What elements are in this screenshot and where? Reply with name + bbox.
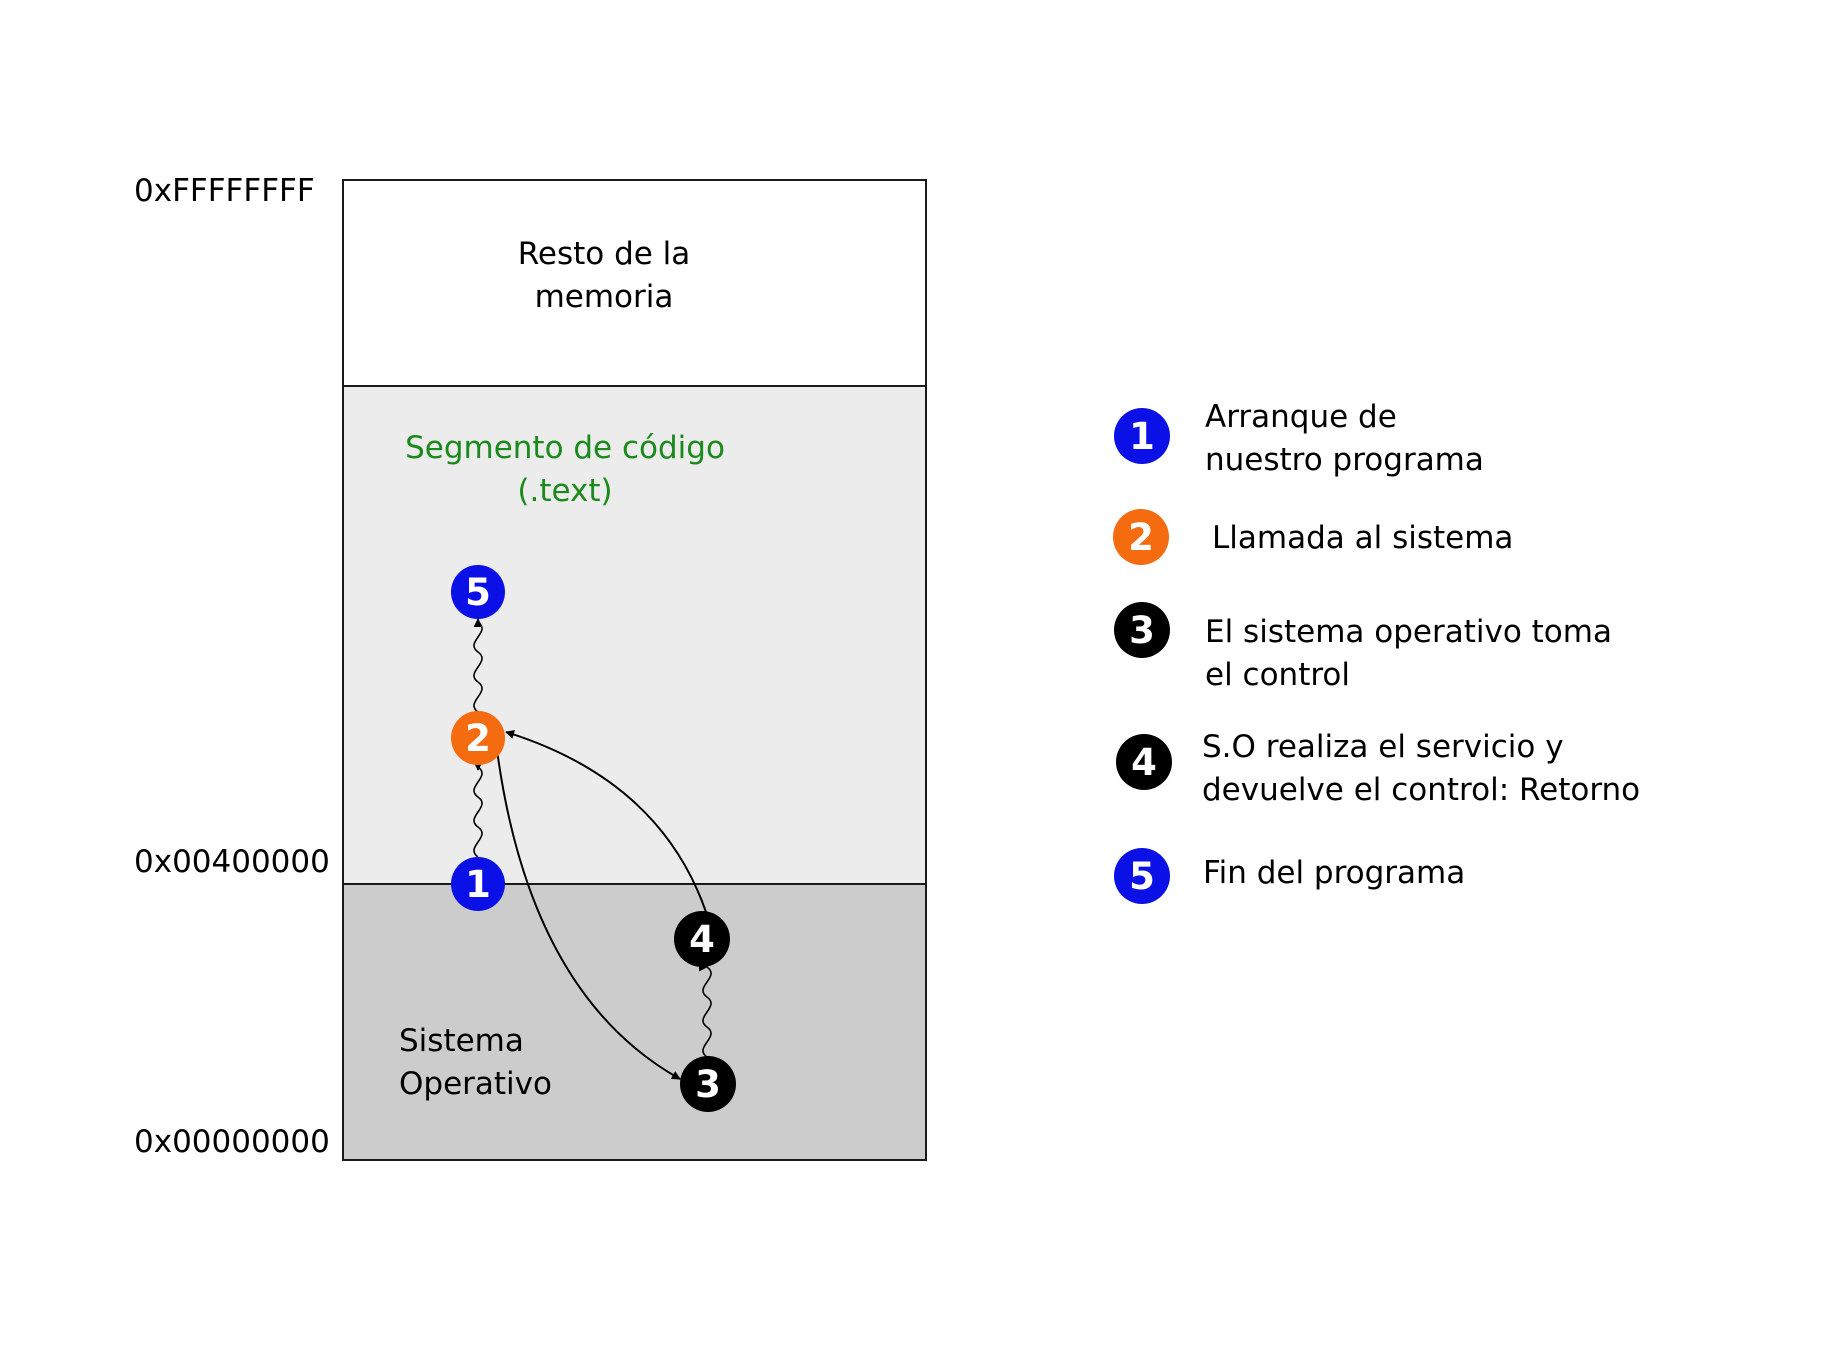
rest-label-line2: memoria <box>535 279 674 315</box>
code-label-line1: Segmento de código <box>405 430 725 466</box>
svg-text:1: 1 <box>1129 415 1155 458</box>
legend-item-5: 5 Fin del programa <box>1114 848 1465 904</box>
legend-item-4: 4 S.O realiza el servicio y devuelve el … <box>1116 729 1640 808</box>
wavy-arrow-1-to-2 <box>473 761 483 858</box>
svg-text:2: 2 <box>465 717 491 760</box>
wavy-arrow-2-to-5 <box>473 618 483 713</box>
os-label-line1: Sistema <box>399 1023 524 1059</box>
curve-arrow-2-to-3 <box>496 749 681 1080</box>
svg-text:5: 5 <box>465 571 491 614</box>
legend-item-3: 3 El sistema operativo toma el control <box>1114 602 1612 693</box>
os-label-line2: Operativo <box>399 1066 552 1102</box>
region-rest-of-memory <box>342 179 927 387</box>
legend-item-4-line2: devuelve el control: Retorno <box>1202 772 1640 808</box>
legend-item-3-line2: el control <box>1205 657 1350 693</box>
rest-label-line1: Resto de la <box>518 236 691 272</box>
legend: 1 Arranque de nuestro programa 2 Llamada… <box>1113 399 1640 904</box>
badge-step-4: 4 <box>674 911 730 967</box>
badge-step-5: 5 <box>451 565 505 619</box>
address-text-start: 0x00400000 <box>134 844 330 880</box>
badge-step-1: 1 <box>451 857 505 911</box>
curve-arrow-4-to-2 <box>505 730 707 913</box>
svg-text:3: 3 <box>695 1063 721 1106</box>
legend-item-4-line1: S.O realiza el servicio y <box>1202 729 1564 765</box>
svg-text:4: 4 <box>1131 741 1157 784</box>
legend-item-2-line1: Llamada al sistema <box>1212 520 1513 556</box>
svg-text:2: 2 <box>1128 516 1154 559</box>
badge-step-2: 2 <box>451 711 505 765</box>
legend-item-2: 2 Llamada al sistema <box>1113 509 1513 565</box>
svg-text:3: 3 <box>1129 609 1155 652</box>
legend-item-1-line2: nuestro programa <box>1205 442 1484 478</box>
svg-text:1: 1 <box>465 863 491 906</box>
code-label-line2: (.text) <box>517 473 612 509</box>
svg-text:5: 5 <box>1129 855 1155 898</box>
region-operating-system <box>342 883 927 1161</box>
address-bottom: 0x00000000 <box>134 1124 330 1160</box>
legend-item-1-line1: Arranque de <box>1205 399 1397 435</box>
legend-item-1: 1 Arranque de nuestro programa <box>1114 399 1484 478</box>
address-top: 0xFFFFFFFF <box>134 173 315 209</box>
legend-item-3-line1: El sistema operativo toma <box>1205 614 1612 650</box>
legend-item-5-line1: Fin del programa <box>1203 855 1465 891</box>
badge-step-3: 3 <box>680 1056 736 1112</box>
svg-text:4: 4 <box>689 918 715 961</box>
wavy-arrow-3-to-4 <box>702 966 717 1058</box>
